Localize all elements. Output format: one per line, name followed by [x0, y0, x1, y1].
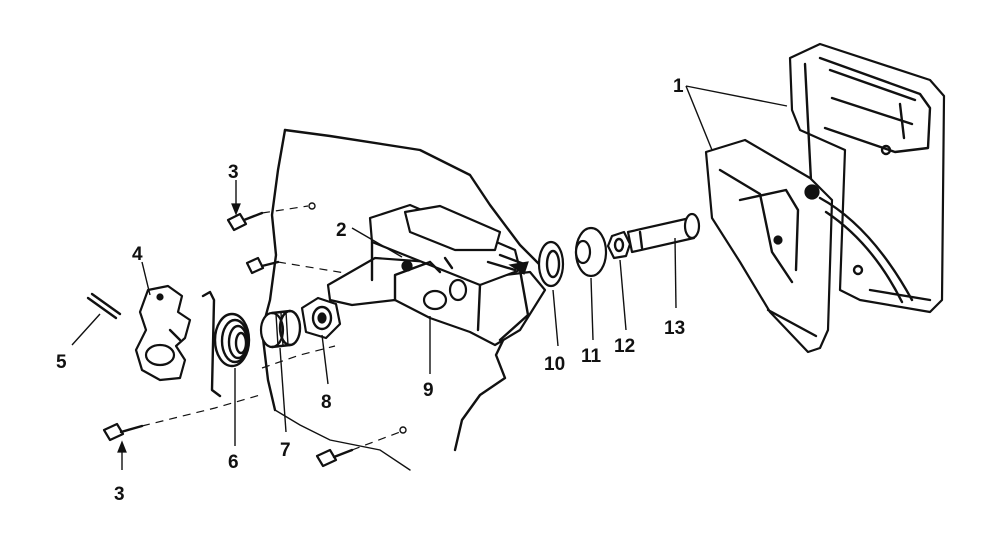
leader-lines [71, 85, 788, 470]
part-9-bracket-assembly [326, 203, 547, 347]
callout-6: 6 [228, 452, 239, 473]
screw-upper [226, 202, 316, 232]
callout-5: 5 [56, 352, 67, 373]
callout-9: 9 [423, 380, 434, 401]
part-11-flange-washer [574, 226, 608, 278]
part-7-bushing [259, 309, 302, 349]
screw-lower-right [315, 426, 407, 468]
part-8-hex-nut [300, 296, 342, 340]
callout-11: 11 [581, 346, 602, 367]
callout-4: 4 [132, 244, 143, 265]
callout-3-upper: 3 [228, 162, 239, 183]
callout-labels: 1 2 3 3 4 5 6 7 8 9 10 11 12 13 [56, 76, 685, 505]
part-13-shaft [626, 212, 701, 254]
callout-8: 8 [321, 392, 332, 413]
part-10-seal-ring [537, 240, 565, 288]
part-12-small-nut [606, 230, 632, 260]
screw-lower-left [102, 394, 261, 442]
callout-1: 1 [673, 76, 684, 97]
screw-middle [245, 256, 346, 275]
part-5-pin [86, 292, 122, 320]
callout-12: 12 [614, 336, 635, 357]
callout-2: 2 [336, 220, 347, 241]
part-1-cover-frame [704, 42, 946, 354]
part-4-lever-plate [134, 284, 192, 382]
callout-10: 10 [544, 354, 565, 375]
callout-13: 13 [664, 318, 685, 339]
callout-3-lower: 3 [114, 484, 125, 505]
part-6-spring [201, 290, 251, 398]
callout-7: 7 [280, 440, 291, 461]
